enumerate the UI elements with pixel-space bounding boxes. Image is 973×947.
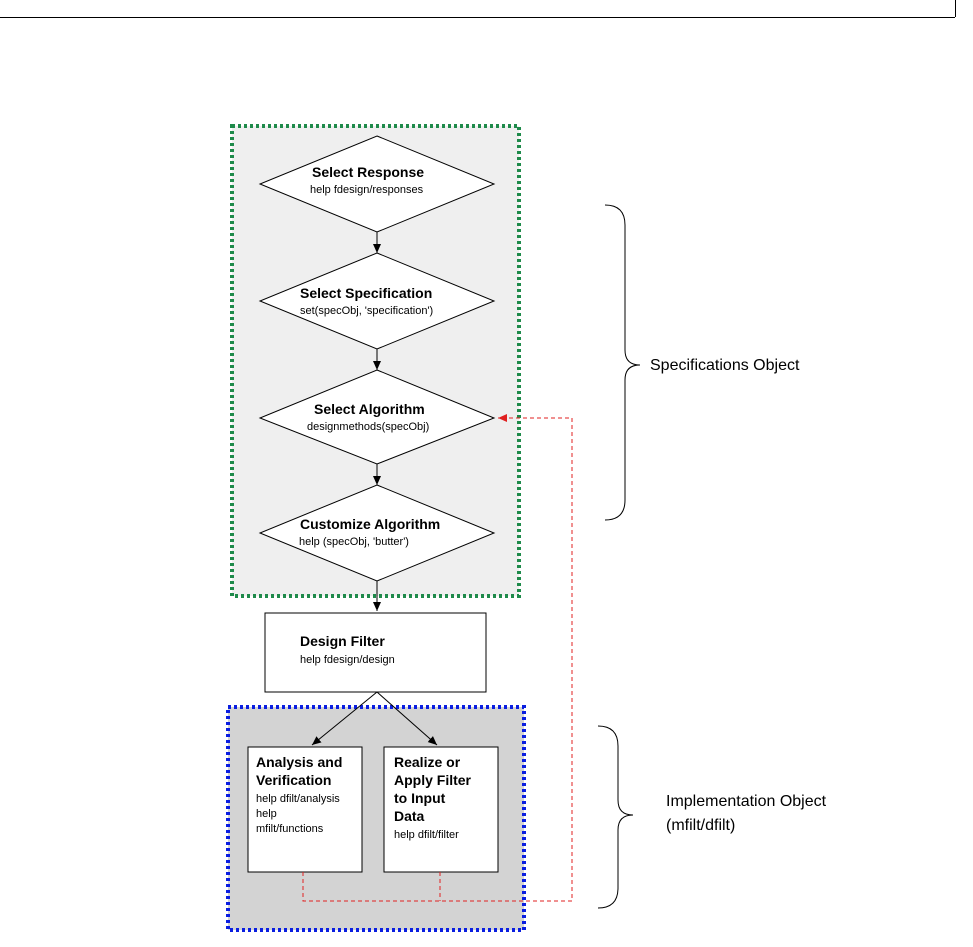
realize-title-line-2: Apply Filter (394, 772, 472, 788)
implementation-brace (597, 725, 634, 909)
select-response-help: help fdesign/responses (310, 184, 424, 196)
feedback-loop-line (302, 414, 573, 902)
select-response-title: Select Response (312, 164, 424, 180)
implementation-object-label-line-1: Implementation Object (666, 793, 827, 810)
select-specification-help: set(specObj, 'specification') (300, 305, 433, 317)
customize-algorithm-help: help (specObj, 'butter') (299, 536, 409, 548)
realize-title-line-4: Data (394, 808, 425, 824)
implementation-object-label-line-2: (mfilt/dfilt) (666, 817, 735, 834)
realize-title-line-1: Realize or (394, 754, 461, 770)
analysis-verification-box (247, 746, 363, 873)
select-algorithm-diamond (258, 369, 496, 465)
analysis-title-line-1: Analysis and (256, 754, 342, 770)
select-specification-diamond (258, 252, 496, 350)
customize-algorithm-diamond (258, 484, 496, 582)
select-algorithm-title: Select Algorithm (314, 401, 425, 417)
analysis-help-line-2: help (256, 808, 277, 820)
realize-apply-filter-box (383, 746, 499, 873)
realize-help-line-1: help dfilt/filter (394, 829, 459, 841)
specifications-object-label: Specifications Object (650, 357, 800, 374)
analysis-help-line-1: help dfilt/analysis (256, 793, 340, 805)
design-filter-help: help fdesign/design (300, 654, 395, 666)
specifications-brace (604, 204, 641, 521)
select-algorithm-help: designmethods(specObj) (307, 421, 429, 433)
design-filter-title: Design Filter (300, 633, 385, 649)
page-corner-tick (955, 0, 956, 17)
page-top-rule (0, 17, 955, 18)
select-response-diamond (258, 135, 496, 233)
connector-design-to-analysis (311, 691, 378, 746)
realize-title-line-3: to Input (394, 790, 446, 806)
select-specification-title: Select Specification (300, 285, 432, 301)
analysis-title-line-2: Verification (256, 772, 331, 788)
connector-design-to-realize (376, 691, 438, 746)
design-filter-box (264, 612, 487, 693)
customize-algorithm-title: Customize Algorithm (300, 516, 440, 532)
analysis-help-line-3: mfilt/functions (256, 823, 324, 835)
